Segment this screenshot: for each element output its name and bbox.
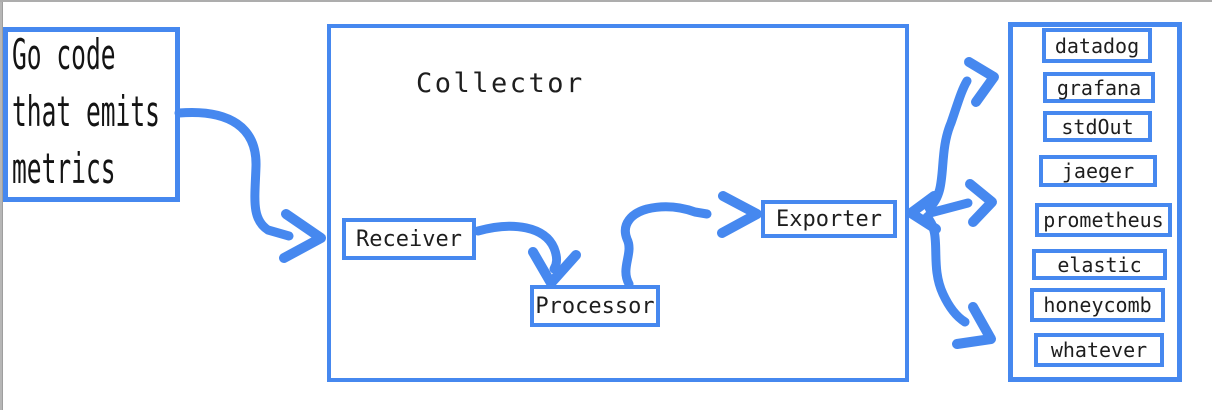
receiver-label: Receiver	[356, 226, 462, 252]
window-edge-left	[0, 0, 3, 410]
arrowhead-fanout-left	[906, 191, 941, 234]
destination-datadog: datadog	[1042, 28, 1152, 63]
source-box: Go code that emits metrics	[3, 27, 180, 202]
destination-jaeger: jaeger	[1039, 155, 1157, 187]
source-line-3: metrics	[12, 144, 116, 193]
arrow-source-to-receiver	[174, 107, 294, 241]
destination-grafana: grafana	[1043, 72, 1155, 103]
arrowhead-source-to-receiver	[279, 209, 326, 263]
processor-box: Processor	[530, 285, 660, 327]
destination-label: whatever	[1050, 338, 1148, 362]
destination-prometheus: prometheus	[1035, 203, 1172, 237]
arrowhead-fanout-down	[952, 302, 996, 349]
arrowhead-fanout-middle	[965, 179, 997, 227]
destination-honeycomb: honeycomb	[1030, 288, 1165, 322]
destination-label: stdOut	[1061, 114, 1134, 139]
destination-elastic: elastic	[1032, 249, 1167, 280]
destination-whatever: whatever	[1034, 333, 1164, 367]
destination-label: datadog	[1054, 33, 1140, 58]
destination-stdout: stdOut	[1043, 111, 1152, 142]
collector-title: Collector	[416, 68, 585, 99]
processor-label: Processor	[535, 293, 655, 319]
source-box-text: Go code that emits metrics	[12, 26, 160, 197]
exporter-box: Exporter	[761, 200, 897, 238]
arrow-fanout-down	[922, 212, 970, 327]
arrow-fanout-middle	[925, 198, 973, 218]
destination-label: jaeger	[1061, 159, 1135, 183]
arrow-fanout-up	[924, 76, 972, 213]
destination-label: elastic	[1057, 252, 1142, 277]
destination-label: prometheus	[1043, 208, 1164, 232]
window-edge-top	[0, 0, 1212, 2]
destination-label: grafana	[1056, 75, 1142, 100]
source-line-2: that emits	[12, 87, 160, 136]
arrowhead-fanout-up	[964, 57, 999, 107]
exporter-label: Exporter	[776, 206, 882, 232]
receiver-box: Receiver	[342, 218, 476, 260]
source-line-1: Go code	[12, 30, 116, 79]
destination-label: honeycomb	[1043, 293, 1152, 317]
